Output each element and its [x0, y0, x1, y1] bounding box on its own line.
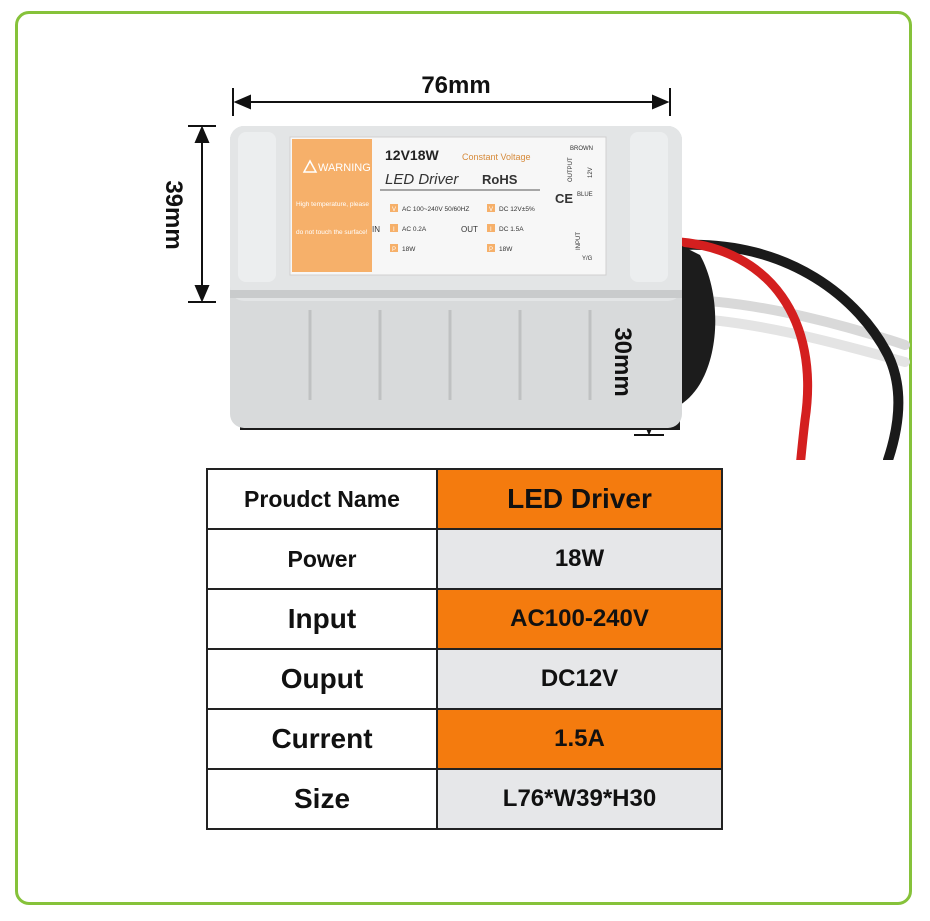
svg-text:OUTPUT: OUTPUT	[568, 157, 574, 182]
table-row: Proudct Name LED Driver	[206, 468, 723, 530]
svg-text:WARNING: WARNING	[318, 162, 371, 174]
led-driver-product-image: WARNING High temperature, please do not …	[160, 72, 910, 460]
svg-text:IN: IN	[372, 225, 380, 234]
svg-text:V: V	[392, 207, 396, 213]
spec-value: LED Driver	[436, 468, 723, 530]
spec-value: DC12V	[436, 648, 723, 710]
svg-text:AC 0.2A: AC 0.2A	[402, 226, 427, 233]
svg-text:18W: 18W	[499, 246, 513, 253]
warning-icon	[302, 159, 318, 173]
svg-text:RoHS: RoHS	[482, 172, 518, 187]
svg-text:do not touch the surface!: do not touch the surface!	[296, 229, 368, 236]
spec-label: Size	[206, 768, 438, 830]
svg-text:V: V	[489, 207, 493, 213]
svg-text:P: P	[392, 247, 396, 253]
svg-text:High temperature, please: High temperature, please	[296, 201, 369, 208]
svg-text:DC 12V±5%: DC 12V±5%	[499, 206, 535, 213]
length-dimension-arrow	[232, 88, 671, 116]
table-row: Input AC100-240V	[206, 588, 723, 650]
svg-text:P: P	[489, 247, 493, 253]
table-row: Ouput DC12V	[206, 648, 723, 710]
image-frame	[15, 11, 912, 905]
spec-label: Proudct Name	[206, 468, 438, 530]
spec-value: L76*W39*H30	[436, 768, 723, 830]
svg-text:12V18W: 12V18W	[385, 147, 439, 163]
length-label: 76mm	[421, 72, 490, 99]
spec-value: 1.5A	[436, 708, 723, 770]
warning-panel	[292, 139, 372, 272]
svg-text:Y/G: Y/G	[582, 256, 593, 262]
svg-text:DC 1.5A: DC 1.5A	[499, 226, 524, 233]
spec-label: Power	[206, 528, 438, 590]
spec-value: 18W	[436, 528, 723, 590]
table-row: Power 18W	[206, 528, 723, 590]
spec-label: Input	[206, 588, 438, 650]
table-row: Current 1.5A	[206, 708, 723, 770]
svg-text:OUT: OUT	[461, 225, 478, 234]
spec-value: AC100-240V	[436, 588, 723, 650]
spec-label: Ouput	[206, 648, 438, 710]
svg-text:I: I	[393, 227, 395, 233]
height-label: 30mm	[609, 327, 636, 396]
spec-table: Proudct Name LED Driver Power 18W Input …	[206, 468, 723, 830]
svg-text:BLUE: BLUE	[577, 192, 593, 198]
svg-text:AC 100~240V 50/60HZ: AC 100~240V 50/60HZ	[402, 206, 469, 213]
wires	[675, 237, 910, 460]
svg-text:INPUT: INPUT	[576, 232, 582, 250]
width-label: 39mm	[160, 180, 187, 249]
svg-text:I: I	[490, 227, 492, 233]
svg-text:BROWN: BROWN	[570, 146, 593, 152]
svg-text:18W: 18W	[402, 246, 416, 253]
svg-text:12V: 12V	[588, 167, 594, 178]
width-dimension-arrow	[188, 125, 216, 303]
svg-text:LED Driver: LED Driver	[385, 171, 459, 188]
svg-text:Constant Voltage: Constant Voltage	[462, 152, 531, 162]
spec-label: Current	[206, 708, 438, 770]
table-row: Size L76*W39*H30	[206, 768, 723, 830]
ce-mark: CE	[555, 191, 573, 206]
